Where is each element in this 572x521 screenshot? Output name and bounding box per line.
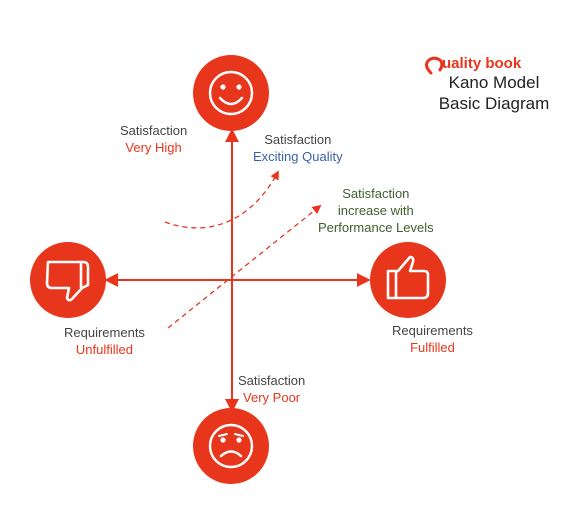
very-high-line1: Satisfaction xyxy=(120,123,188,138)
fulfilled-line2: Fulfilled xyxy=(410,340,455,355)
brand-logo-text: uality book xyxy=(424,55,564,72)
unfulfilled-line2: Unfulfilled xyxy=(75,342,134,357)
exciting-line1: Satisfaction xyxy=(264,132,332,147)
unfulfilled-line1: Requirements xyxy=(64,325,145,340)
label-performance: Satisfaction increase with Performance L… xyxy=(318,185,434,236)
brand-block: uality book Kano Model Basic Diagram xyxy=(424,55,564,114)
very-high-line2: Very High xyxy=(125,140,182,155)
label-unfulfilled: Requirements Unfulfilled xyxy=(64,324,145,358)
brand-logo-label: uality book xyxy=(442,55,522,72)
performance-line3: Performance Levels xyxy=(318,220,434,235)
fulfilled-line1: Requirements xyxy=(392,323,473,338)
exciting-line2: Exciting Quality xyxy=(253,149,343,164)
very-poor-line1: Satisfaction xyxy=(238,373,306,388)
smiley-face-icon xyxy=(193,55,269,131)
label-exciting-quality: Satisfaction Exciting Quality xyxy=(253,131,343,165)
performance-line2: increase with xyxy=(337,203,414,218)
label-very-high: Satisfaction Very High xyxy=(120,122,187,156)
very-poor-line2: Very Poor xyxy=(243,390,301,405)
performance-line1: Satisfaction xyxy=(342,186,410,201)
label-very-poor: Satisfaction Very Poor xyxy=(238,372,305,406)
exciting-quality-curve xyxy=(164,170,279,229)
label-fulfilled: Requirements Fulfilled xyxy=(392,322,473,356)
thumbs-up-icon xyxy=(370,242,446,318)
diagram-title-line1: Kano Model xyxy=(448,73,540,92)
diagram-title-line2: Basic Diagram xyxy=(438,94,550,113)
thumbs-down-icon xyxy=(30,242,106,318)
sad-face-icon xyxy=(193,408,269,484)
quality-book-logo-mark xyxy=(425,56,444,75)
performance-line xyxy=(167,204,322,329)
